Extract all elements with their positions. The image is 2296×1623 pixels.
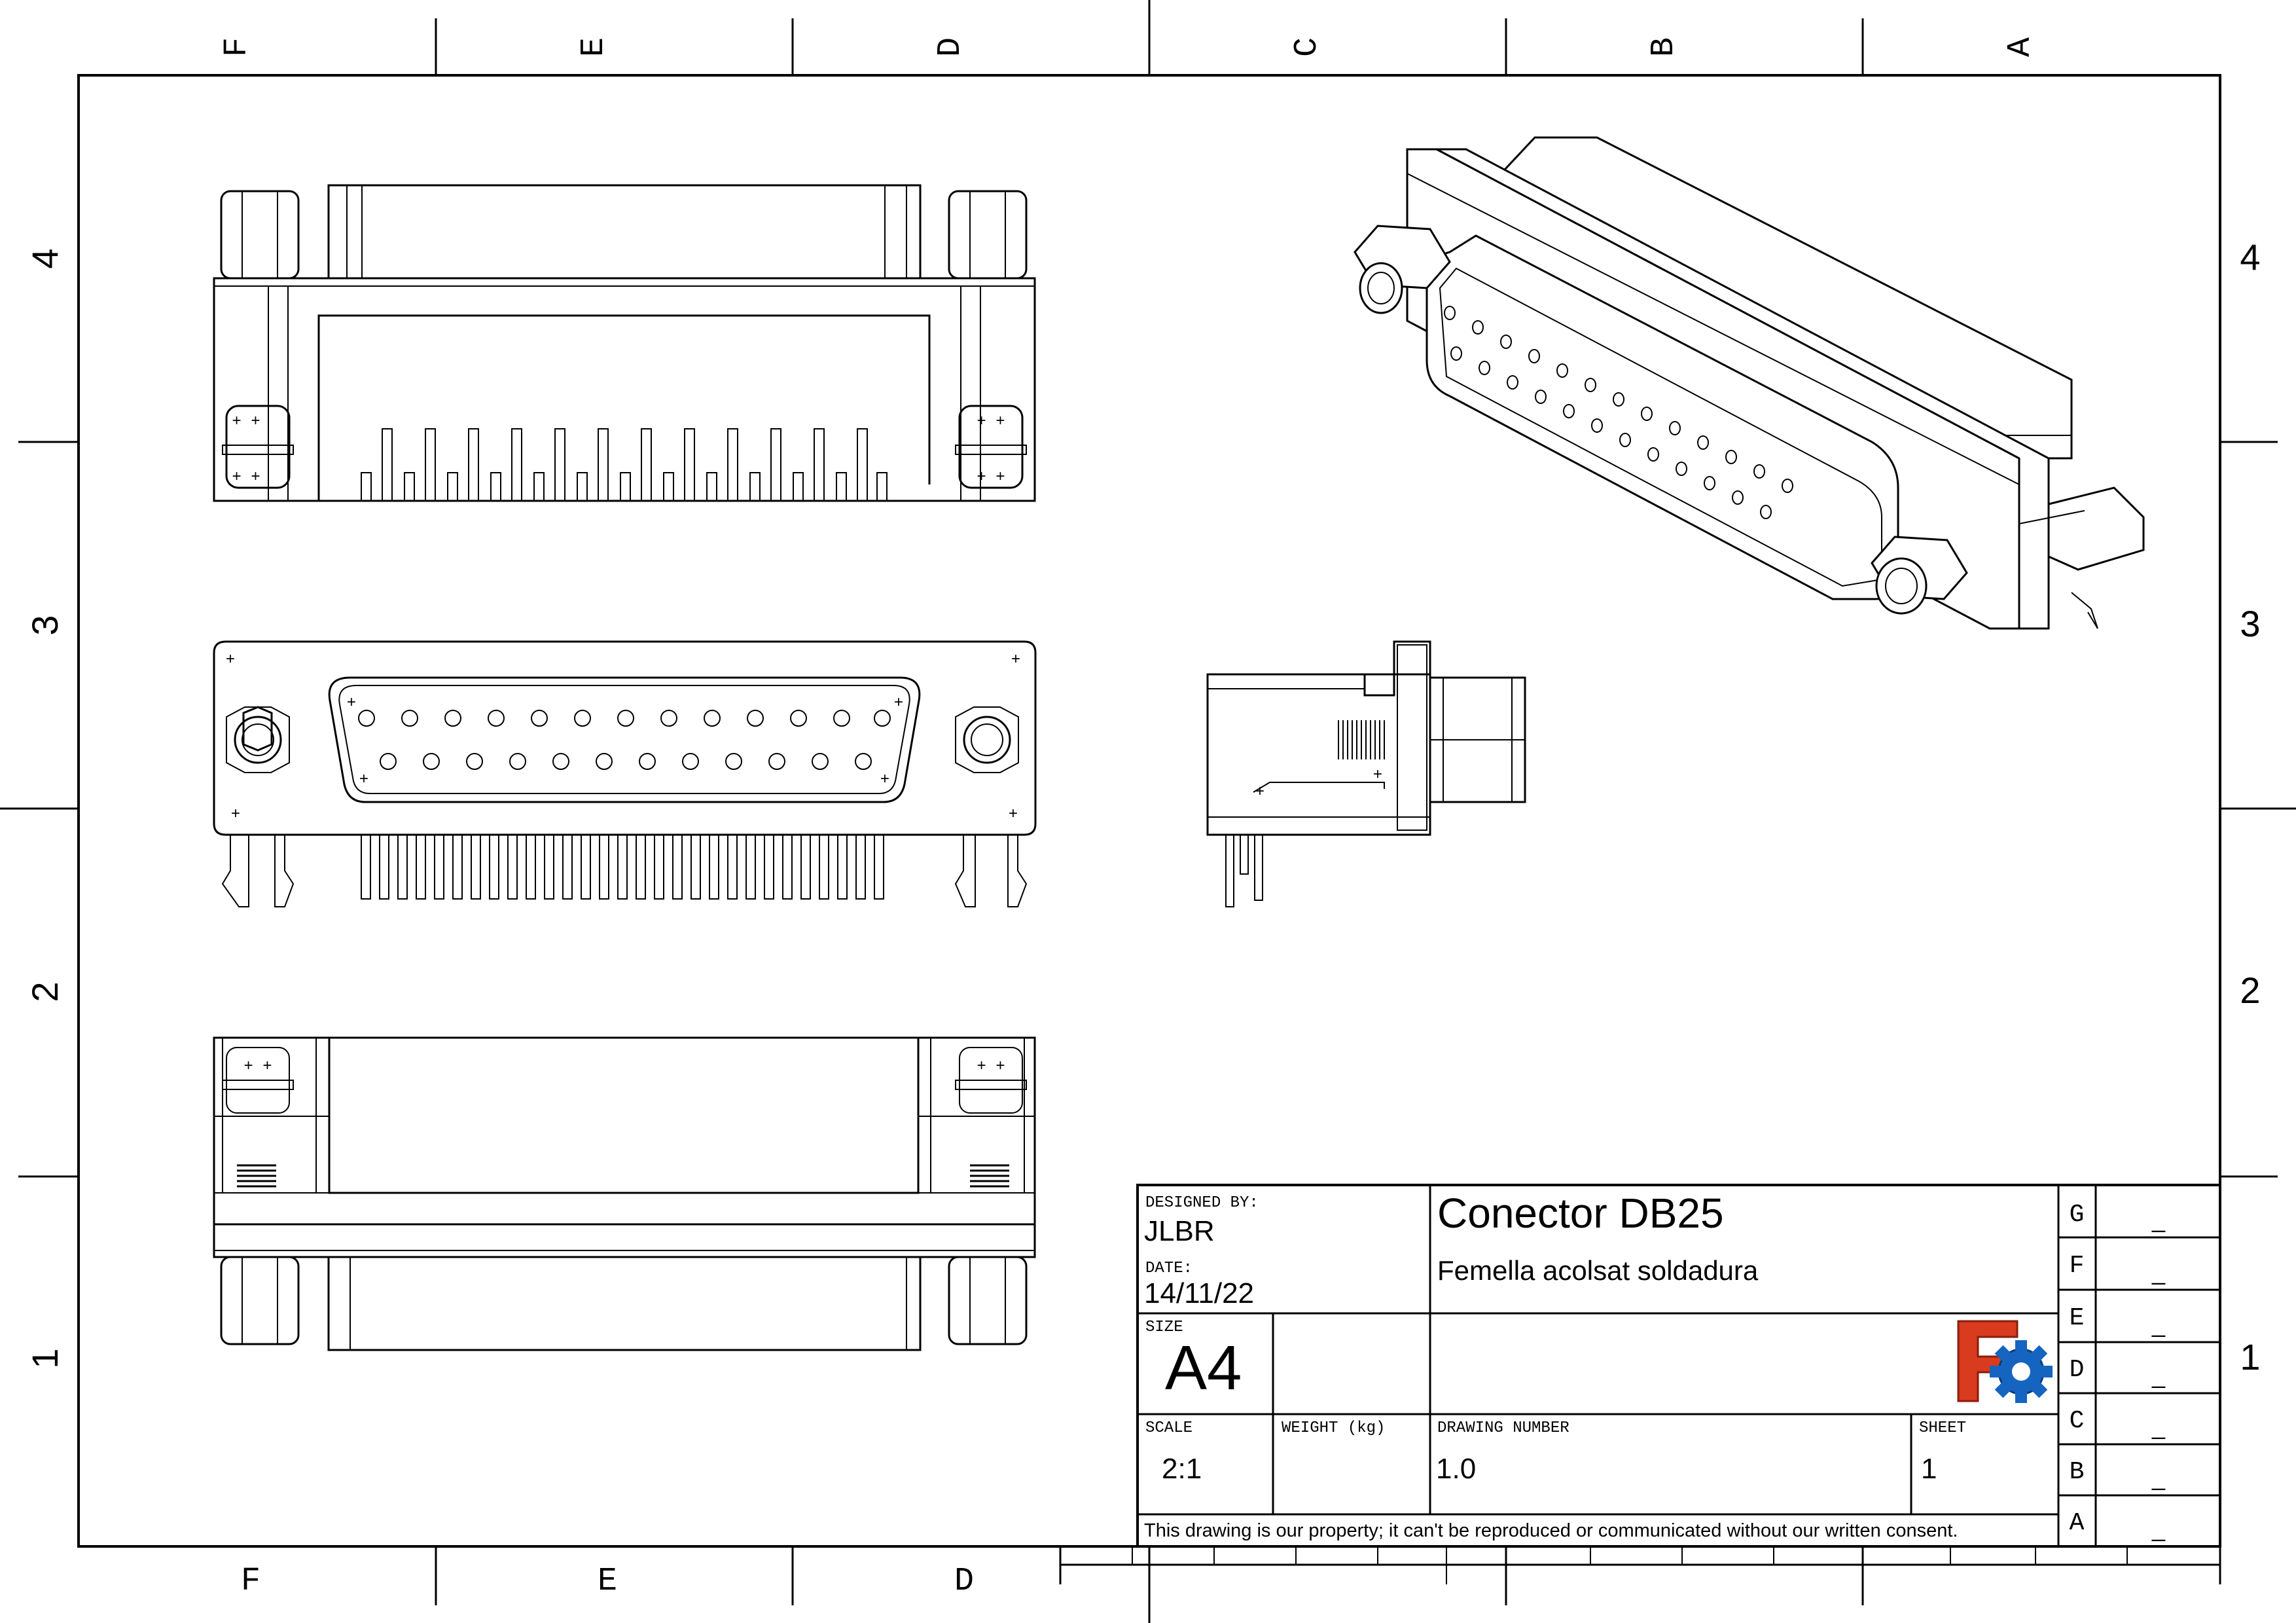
svg-text:+ +: + + xyxy=(977,469,1005,486)
svg-text:+: + xyxy=(359,771,368,789)
freecad-logo-icon xyxy=(1957,1320,2053,1403)
contact-row-bottom xyxy=(380,753,872,770)
confidentiality-note: This drawing is our property; it can't b… xyxy=(1144,1520,1958,1541)
svg-text:+: + xyxy=(347,695,356,712)
top-zone-labels: F E D C B A xyxy=(219,37,2039,57)
svg-text:+: + xyxy=(231,806,240,824)
revision-value: _ xyxy=(2151,1413,2166,1440)
revision-value: _ xyxy=(2151,1258,2166,1285)
right-row-labels: 4 3 2 1 xyxy=(2240,236,2260,1377)
revision-letter: C xyxy=(2070,1407,2085,1435)
drawing-number-value: 1.0 xyxy=(1436,1453,1476,1485)
svg-text:+: + xyxy=(880,771,889,789)
scale-label: SCALE xyxy=(1145,1419,1193,1437)
bottom-view: + + + + xyxy=(213,1036,1036,1351)
side-view: + + xyxy=(1206,640,1526,907)
title-block: DESIGNED BY: JLBR DATE: 14/11/22 Conecto… xyxy=(1136,1184,2221,1548)
top-zone-e: E xyxy=(575,37,613,57)
revision-value: _ xyxy=(2151,1515,2166,1542)
front-view: + + + + + + + + xyxy=(213,640,1037,907)
top-zone-b: B xyxy=(1645,37,1683,57)
designed-by-value: JLBR xyxy=(1144,1215,1215,1247)
revision-letter: A xyxy=(2070,1509,2085,1537)
top-zone-f: F xyxy=(219,37,256,57)
svg-text:+: + xyxy=(1011,651,1020,669)
revision-value: _ xyxy=(2151,1206,2166,1233)
size-label: SIZE xyxy=(1145,1319,1183,1336)
bottom-zone-e: E xyxy=(598,1563,617,1600)
revision-value: _ xyxy=(2151,1464,2166,1491)
revision-value: _ xyxy=(2151,1362,2166,1389)
svg-text:+: + xyxy=(1009,806,1018,824)
revision-letter: G xyxy=(2070,1201,2085,1229)
left-row-4: 4 xyxy=(24,248,65,268)
revision-letter: E xyxy=(2070,1304,2085,1332)
revision-letter: F xyxy=(2070,1252,2085,1280)
right-row-1: 1 xyxy=(2240,1336,2260,1377)
isometric-view xyxy=(1354,136,2145,630)
svg-text:+: + xyxy=(1255,784,1265,801)
drawing-number-label: DRAWING NUMBER xyxy=(1437,1419,1570,1437)
top-zone-d: D xyxy=(932,37,969,57)
revision-letter: D xyxy=(2070,1356,2085,1384)
revision-table: G _ F _ E _ D _ C _ B _ A _ xyxy=(2070,1201,2166,1542)
svg-text:+ +: + + xyxy=(232,469,260,486)
sheet-label: SHEET xyxy=(1919,1419,1966,1437)
revision-letter: B xyxy=(2070,1458,2085,1486)
weight-label: WEIGHT (kg) xyxy=(1282,1419,1385,1437)
svg-text:+ +: + + xyxy=(232,413,260,431)
bottom-zone-labels: F E D xyxy=(241,1563,974,1600)
svg-text:+ +: + + xyxy=(977,413,1005,431)
bottom-zone-d: D xyxy=(954,1563,974,1600)
drawing-subtitle: Femella acolsat soldadura xyxy=(1437,1255,1759,1286)
top-view: + + + + + + + + xyxy=(213,184,1036,502)
right-row-4: 4 xyxy=(2240,236,2260,278)
top-zone-c: C xyxy=(1289,37,1326,57)
solder-pins xyxy=(361,834,884,900)
iso-contacts xyxy=(1444,306,1793,519)
right-row-3: 3 xyxy=(2240,603,2260,644)
bottom-zone-f: F xyxy=(241,1563,260,1600)
sheet-value: 1 xyxy=(1921,1453,1937,1485)
svg-text:+ +: + + xyxy=(243,1058,272,1076)
svg-text:+: + xyxy=(1373,767,1382,784)
right-row-2: 2 xyxy=(2240,970,2260,1011)
date-label: DATE: xyxy=(1145,1260,1193,1277)
revision-value: _ xyxy=(2151,1311,2166,1338)
svg-text:+: + xyxy=(226,651,235,669)
left-row-labels: 4 3 2 1 xyxy=(24,248,65,1368)
date-value: 14/11/22 xyxy=(1144,1277,1254,1309)
designed-by-label: DESIGNED BY: xyxy=(1145,1194,1259,1212)
left-row-1: 1 xyxy=(24,1348,65,1368)
size-value: A4 xyxy=(1165,1333,1242,1403)
top-zone-a: A xyxy=(2002,37,2039,57)
drawing-title: Conector DB25 xyxy=(1437,1190,1724,1237)
left-row-2: 2 xyxy=(24,981,65,1002)
scale-value: 2:1 xyxy=(1162,1453,1202,1485)
contact-row-top xyxy=(358,710,891,727)
left-row-3: 3 xyxy=(24,615,65,635)
svg-text:+ +: + + xyxy=(977,1058,1005,1076)
svg-text:+: + xyxy=(894,695,903,712)
